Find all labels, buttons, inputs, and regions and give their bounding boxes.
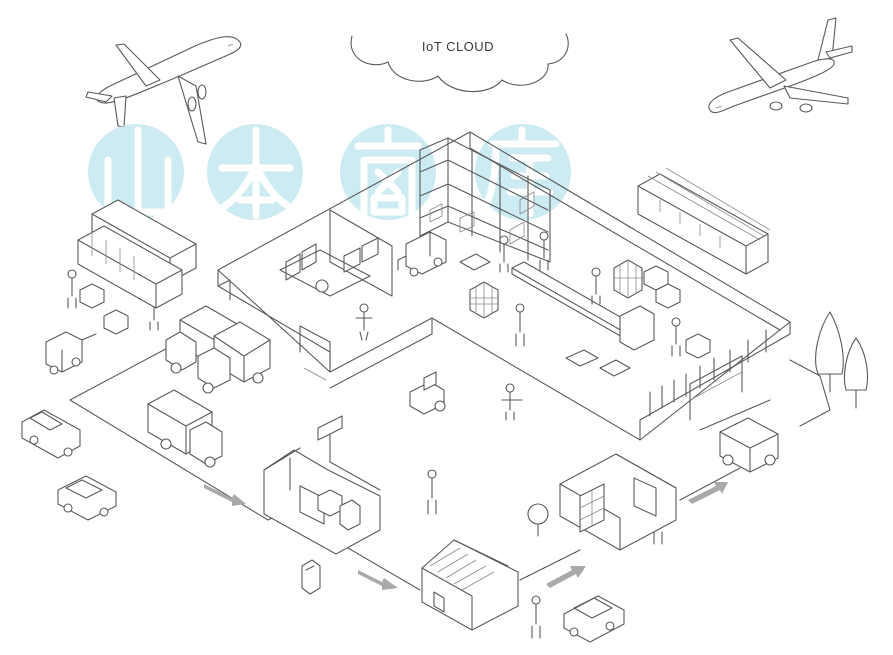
cloud-label: IoT CLOUD [421,39,495,54]
wire-cages [469,259,643,319]
house [421,539,519,631]
conveyor-belt [511,261,655,351]
trees [527,311,869,537]
watermark-logo [88,124,571,220]
retail-shop [263,415,381,555]
store-building [559,453,677,551]
shipping-containers [77,199,197,309]
trucks [147,305,779,473]
storage-racks [419,137,551,263]
agv-robots [459,253,631,377]
office-desk [409,371,446,415]
cars [21,409,625,643]
airplane-left-icon [85,36,242,145]
iot-cloud-icon [350,33,569,93]
airplane-right-icon [708,17,853,114]
forklift-icon [397,231,447,277]
yard-forklift-icon [45,283,129,375]
flow-arrows [204,482,728,590]
factory-building [637,167,771,275]
boxes [643,265,711,359]
warehouse-building [217,131,791,441]
parcel-kiosk-icon [301,559,321,595]
control-room-desks [279,237,379,297]
